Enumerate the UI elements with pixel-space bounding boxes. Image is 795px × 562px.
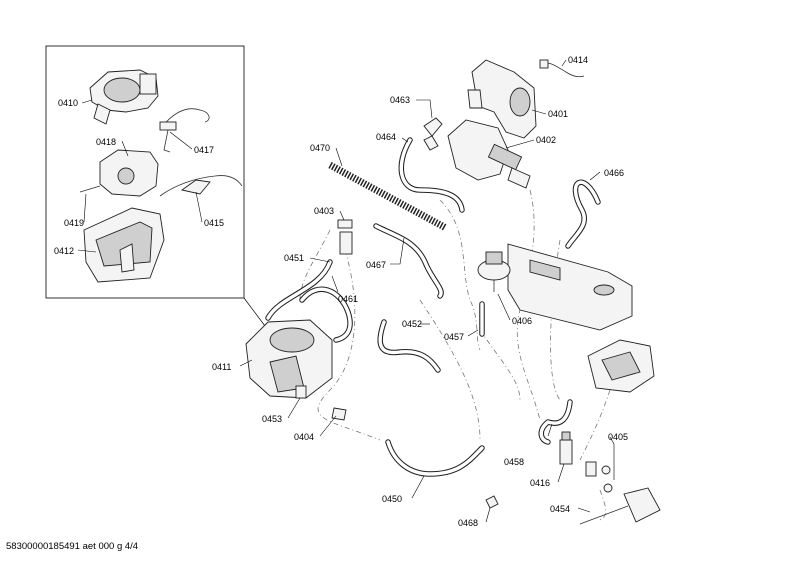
- document-reference: 58300000185491 aet 000 g 4/4: [6, 541, 139, 552]
- label-0412: 0412: [54, 246, 74, 256]
- label-0419: 0419: [64, 218, 84, 228]
- label-0416: 0416: [530, 478, 550, 488]
- part-0452-hose: [377, 319, 441, 373]
- label-0457: 0457: [444, 332, 464, 342]
- label-0401: 0401: [548, 109, 568, 119]
- label-0411: 0411: [212, 362, 231, 372]
- part-boiler-unit: [507, 243, 633, 331]
- part-0454-probe: [579, 487, 661, 525]
- part-heater-block: [587, 339, 655, 393]
- label-0415: 0415: [204, 218, 224, 228]
- part-0468-clip: [485, 495, 499, 509]
- part-0410-pump-housing: [89, 69, 159, 125]
- part-0458-hose: [538, 399, 573, 445]
- part-0463-elbow: [423, 117, 443, 151]
- label-0453: 0453: [262, 414, 282, 424]
- part-0405-seal-set: [585, 461, 613, 493]
- label-0470: 0470: [310, 143, 330, 153]
- label-0463: 0463: [390, 95, 410, 105]
- part-0401-grinder-housing: [467, 59, 537, 139]
- label-0464: 0464: [376, 132, 396, 142]
- label-0417: 0417: [194, 145, 214, 155]
- label-0410: 0410: [58, 98, 78, 108]
- label-0466: 0466: [604, 168, 624, 178]
- label-0450: 0450: [382, 494, 402, 504]
- label-0452: 0452: [402, 319, 422, 329]
- part-0411-brew-unit: [245, 319, 333, 399]
- label-0454: 0454: [550, 504, 570, 514]
- label-0468: 0468: [458, 518, 478, 528]
- label-0451: 0451: [284, 253, 304, 263]
- inset-pointer-line: [243, 297, 266, 327]
- label-0414: 0414: [568, 55, 588, 65]
- part-0417-sensor-wire: [159, 108, 210, 153]
- part-0402-pump: [447, 119, 531, 189]
- part-0467-hose: [373, 223, 444, 299]
- leader-lines: [77, 59, 615, 523]
- part-0403-t-connector: [337, 219, 353, 255]
- label-0403: 0403: [314, 206, 334, 216]
- label-0461: 0461: [338, 294, 358, 304]
- label-0405: 0405: [608, 432, 628, 442]
- part-0461-hose: [265, 259, 333, 321]
- inset-frame: [45, 45, 245, 299]
- part-0464-hose: [398, 137, 465, 213]
- part-0414-connector: [539, 59, 585, 78]
- part-0450-hose: [385, 439, 485, 477]
- part-0466-hose: [565, 179, 601, 249]
- label-0404: 0404: [294, 432, 314, 442]
- part-0416-valve: [559, 431, 573, 465]
- part-0418-valve-block: [79, 149, 159, 197]
- part-0406-pressure-valve: [477, 251, 511, 292]
- part-0453-small-part: [295, 385, 307, 399]
- label-0418: 0418: [96, 137, 116, 147]
- part-0412-tray: [83, 207, 165, 283]
- part-0415-temperature-sensor: [159, 175, 243, 197]
- label-0402: 0402: [536, 135, 556, 145]
- part-0470-spring-hose: [328, 161, 448, 232]
- label-0467: 0467: [366, 260, 386, 270]
- part-0451-hose: [299, 286, 353, 343]
- label-0458: 0458: [504, 457, 524, 467]
- label-0406: 0406: [512, 316, 532, 326]
- part-labels: 0410 0417 0418 0419 0415 0412 0414 0463 …: [54, 55, 628, 528]
